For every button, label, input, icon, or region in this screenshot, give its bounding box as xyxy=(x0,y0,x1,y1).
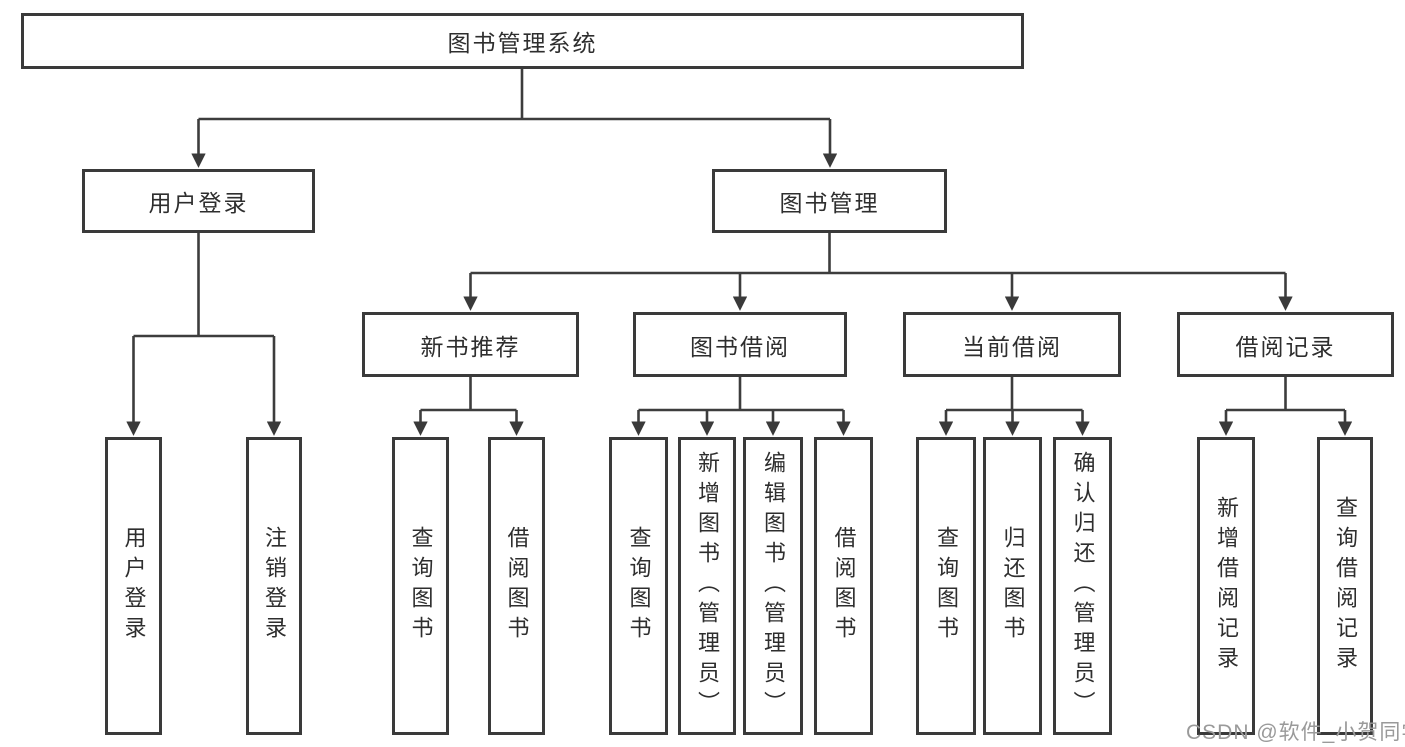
node-new-book-recommend-label: 新书推荐 xyxy=(420,333,521,360)
leaf-records-add-record: 新增借阅记录 xyxy=(1197,437,1255,735)
csdn-watermark: CSDN @软件_小贺同学 xyxy=(1186,721,1405,744)
leaf-logout: 注销登录 xyxy=(246,437,302,735)
leaf-current-query-books: 查询图书 xyxy=(916,437,976,735)
leaf-current-confirm-return: 确认归还（管理员） xyxy=(1053,437,1112,735)
leaf-borrowing-add-books: 新增图书（管理员） xyxy=(678,437,736,735)
leaf-recommend-query-books-label: 查询图书 xyxy=(408,526,434,646)
leaf-logout-label: 注销登录 xyxy=(262,526,287,646)
node-user-login-label: 用户登录 xyxy=(148,190,249,216)
leaf-current-return-books: 归还图书 xyxy=(983,437,1042,735)
node-user-login: 用户登录 xyxy=(82,169,315,233)
node-current-borrowing-label: 当前借阅 xyxy=(962,333,1062,360)
node-book-borrowing-label: 图书借阅 xyxy=(690,333,790,360)
node-root: 图书管理系统 xyxy=(21,13,1024,69)
leaf-recommend-borrow-books-label: 借阅图书 xyxy=(504,526,530,646)
leaf-borrowing-borrow-books: 借阅图书 xyxy=(814,437,873,735)
node-current-borrowing: 当前借阅 xyxy=(903,312,1121,377)
leaf-user-login-label: 用户登录 xyxy=(121,526,147,646)
leaf-current-confirm-return-label: 确认归还（管理员） xyxy=(1070,451,1096,721)
node-new-book-recommend: 新书推荐 xyxy=(362,312,579,377)
node-book-management: 图书管理 xyxy=(712,169,947,233)
leaf-borrowing-query-books-label: 查询图书 xyxy=(626,526,652,646)
leaf-user-login: 用户登录 xyxy=(105,437,162,735)
leaf-records-query-record: 查询借阅记录 xyxy=(1317,437,1373,735)
leaf-recommend-borrow-books: 借阅图书 xyxy=(488,437,545,735)
leaf-borrowing-borrow-books-label: 借阅图书 xyxy=(831,526,857,646)
leaf-borrowing-edit-books-label: 编辑图书（管理员） xyxy=(761,451,786,721)
node-borrowing-records-label: 借阅记录 xyxy=(1235,333,1336,360)
leaf-borrowing-add-books-label: 新增图书（管理员） xyxy=(695,451,720,721)
leaf-recommend-query-books: 查询图书 xyxy=(392,437,449,735)
node-borrowing-records: 借阅记录 xyxy=(1177,312,1394,377)
leaf-borrowing-edit-books: 编辑图书（管理员） xyxy=(743,437,803,735)
node-root-label: 图书管理系统 xyxy=(447,30,598,56)
leaf-current-return-books-label: 归还图书 xyxy=(1000,526,1026,646)
leaf-records-query-record-label: 查询借阅记录 xyxy=(1333,496,1358,676)
node-book-borrowing: 图书借阅 xyxy=(633,312,847,377)
node-book-management-label: 图书管理 xyxy=(779,190,880,216)
leaf-records-add-record-label: 新增借阅记录 xyxy=(1214,496,1239,676)
leaf-borrowing-query-books: 查询图书 xyxy=(609,437,668,735)
leaf-current-query-books-label: 查询图书 xyxy=(934,526,959,646)
